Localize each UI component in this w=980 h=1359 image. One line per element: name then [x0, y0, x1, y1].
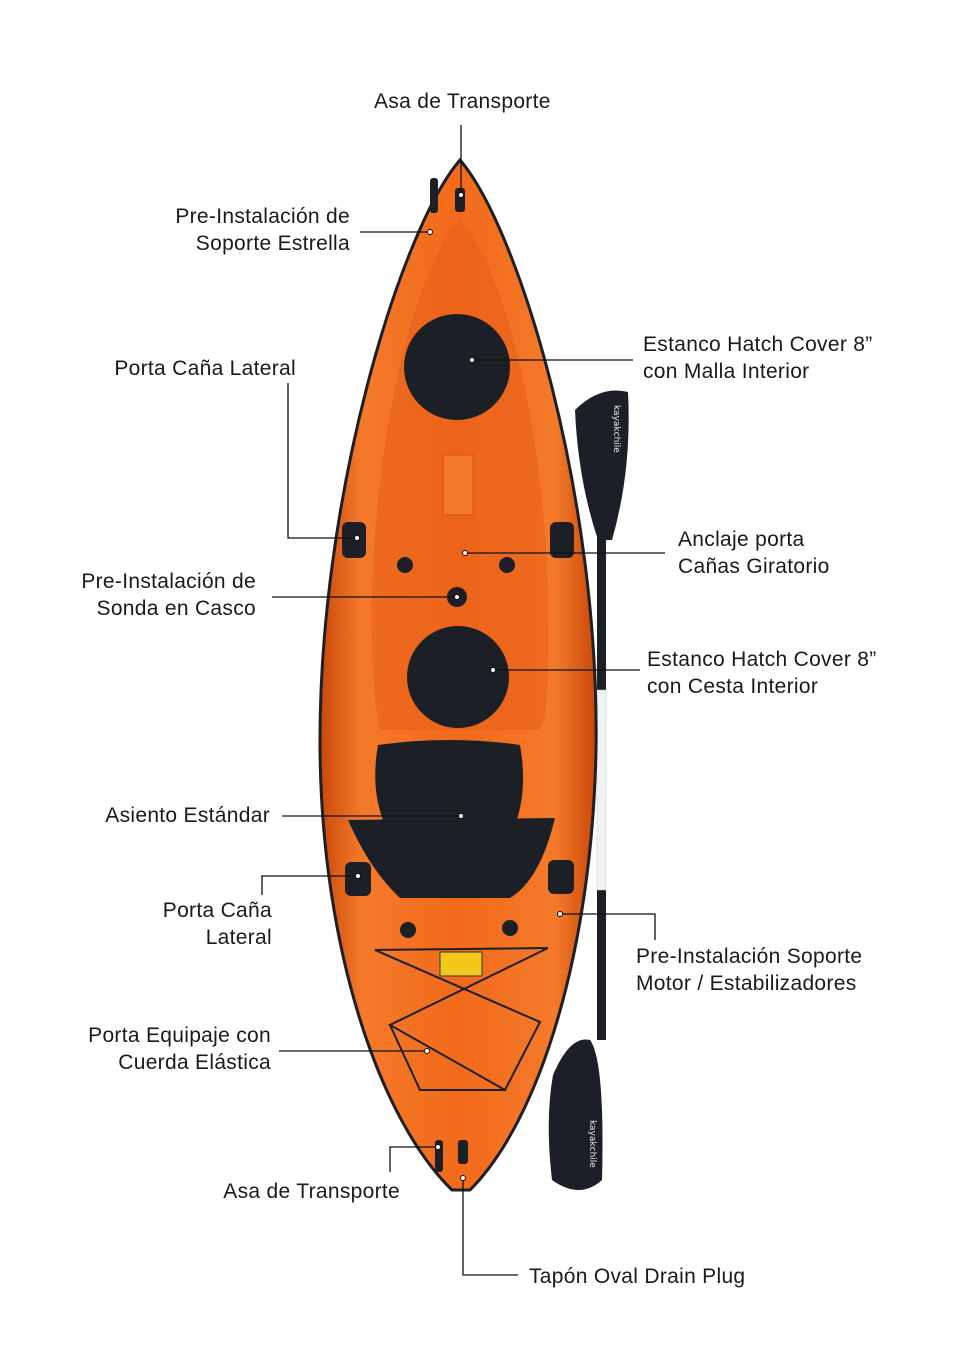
label-side-rod-holder-top: Porta Caña Lateral — [114, 357, 296, 380]
bungee-cord — [374, 947, 549, 1092]
label-center-hatch: Estanco Hatch Cover 8”con Cesta Interior — [647, 648, 877, 698]
rod-holder-left — [342, 522, 366, 558]
paddle-blade-top — [575, 390, 629, 540]
leader-lines — [261, 125, 665, 1276]
leader-dots — [354, 192, 563, 1181]
seat-back — [375, 740, 524, 825]
seat-base — [348, 818, 555, 898]
label-top-handle: Asa de Transporte — [374, 90, 551, 113]
paddle-blade-bottom — [548, 1039, 603, 1190]
paddle-logo-bottom: kayakchile — [587, 1120, 597, 1168]
label-bottom-handle: Asa de Transporte — [223, 1180, 400, 1203]
paddle-logo-top: kayakchile — [611, 405, 621, 453]
label-drain-plug: Tapón Oval Drain Plug — [529, 1265, 746, 1288]
caution-label — [439, 951, 483, 977]
paddle: kayakchile kayakchile — [548, 390, 629, 1190]
center-hatch-cover — [407, 626, 509, 728]
front-hatch-cover — [404, 314, 510, 420]
label-seat: Asiento Estándar — [105, 804, 270, 827]
label-front-hatch: Estanco Hatch Cover 8”con Malla Interior — [643, 333, 873, 383]
